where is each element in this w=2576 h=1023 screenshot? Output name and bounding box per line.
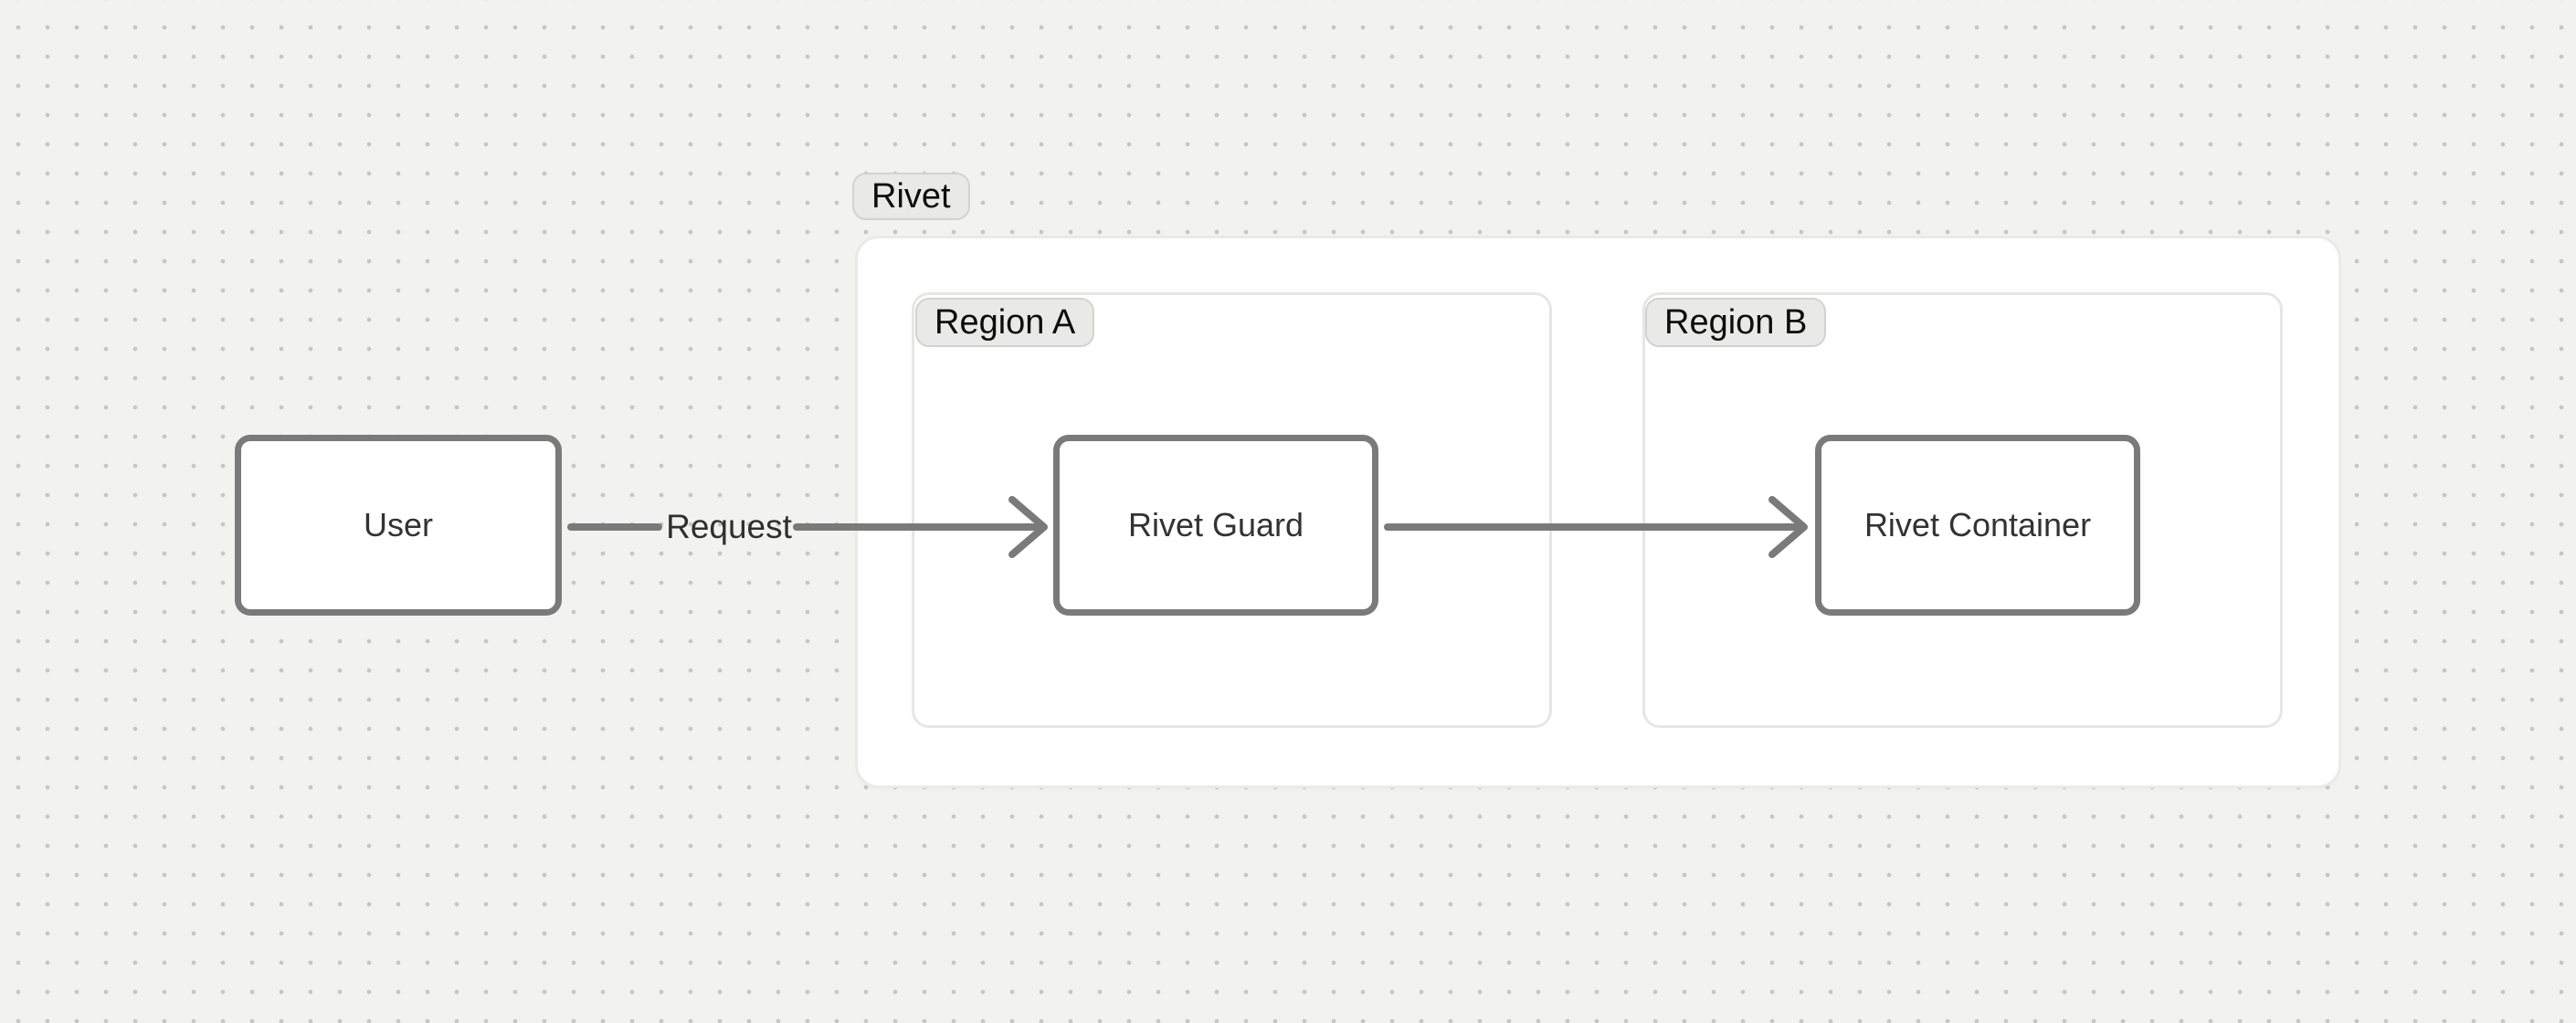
node-user: User <box>235 435 562 616</box>
node-rivet-container-label: Rivet Container <box>1863 506 2092 543</box>
node-rivet-container: Rivet Container <box>1815 435 2140 616</box>
group-region-a-label: Region A <box>915 298 1095 347</box>
group-rivet-label: Rivet <box>852 173 970 220</box>
node-rivet-guard-label: Rivet Guard <box>1127 506 1304 543</box>
edge-request-label: Request <box>666 508 792 545</box>
node-user-label: User <box>363 506 433 543</box>
node-rivet-guard: Rivet Guard <box>1053 435 1378 616</box>
group-region-b-label: Region B <box>1645 298 1827 347</box>
